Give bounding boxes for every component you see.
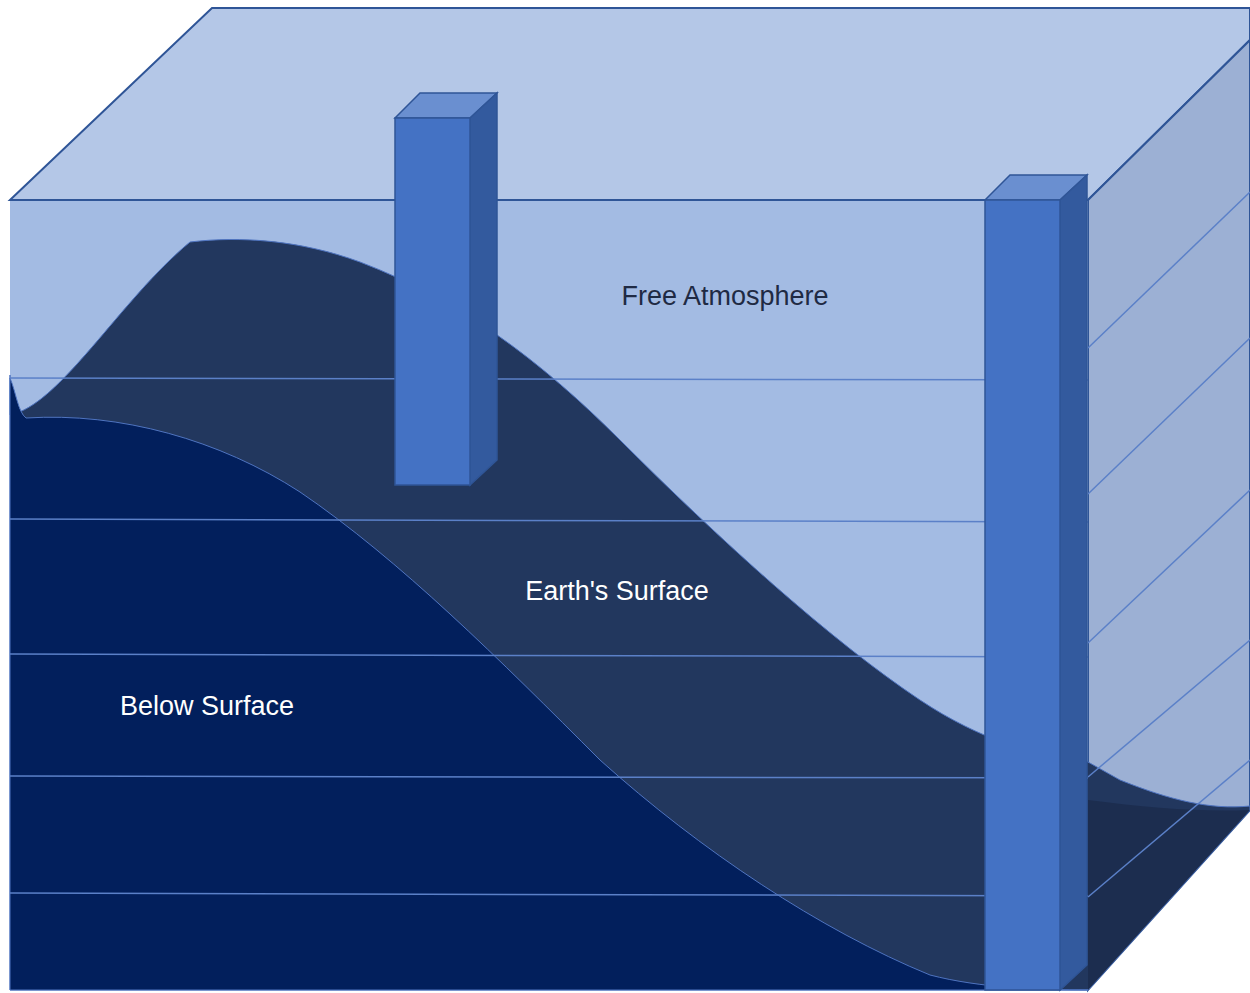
top-face bbox=[10, 8, 1250, 200]
right-face bbox=[1088, 40, 1250, 990]
tall-column bbox=[985, 175, 1087, 990]
region-label: Free Atmosphere bbox=[621, 280, 828, 312]
short-column bbox=[395, 93, 497, 485]
region-label: Earth's Surface bbox=[525, 575, 709, 607]
region-label: Below Surface bbox=[120, 690, 294, 722]
below-surface bbox=[10, 378, 1088, 990]
